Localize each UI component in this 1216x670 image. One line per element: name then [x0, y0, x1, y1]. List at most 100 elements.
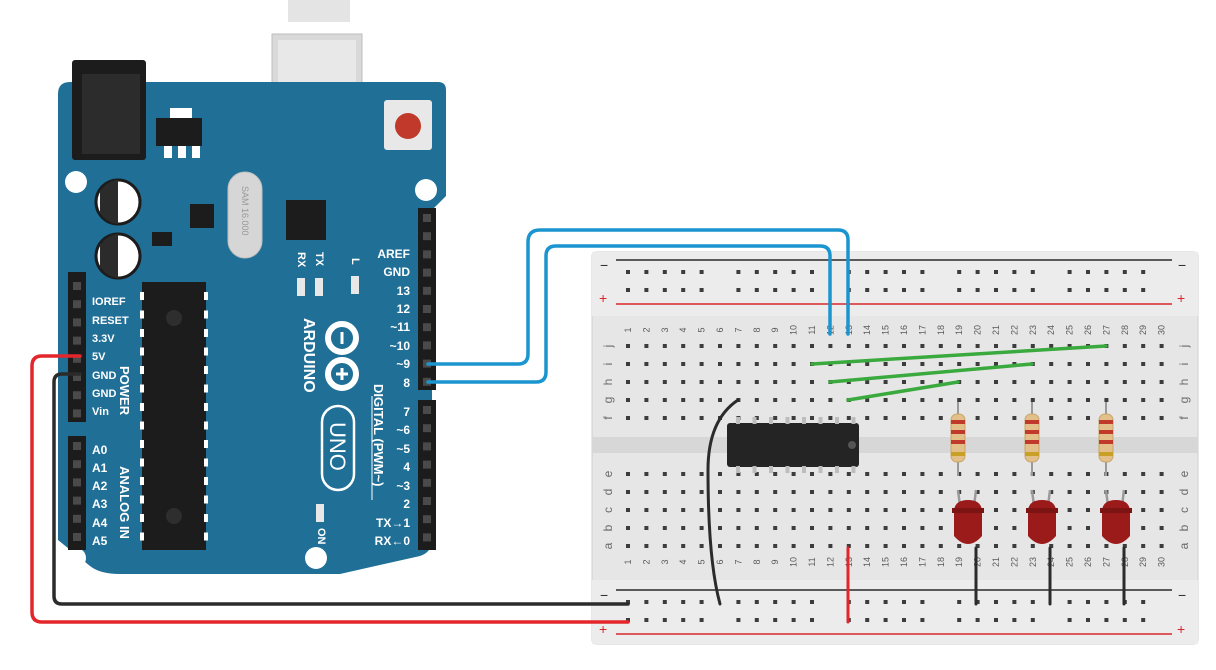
- led-red[interactable]: [952, 489, 984, 544]
- breadboard-hole: [902, 362, 906, 366]
- breadboard-hole: [994, 362, 998, 366]
- row-letter: g: [1177, 397, 1191, 404]
- breadboard-hole: [1049, 362, 1054, 366]
- regulator-leg: [178, 146, 186, 158]
- breadboard-hole: [1012, 526, 1017, 530]
- wire-gnd-black[interactable]: [52, 372, 630, 606]
- breadboard-hole: [791, 362, 796, 366]
- rail-hole: [644, 288, 649, 292]
- usb-chip: [286, 200, 326, 240]
- breadboard-hole: [773, 508, 778, 512]
- breadboard-hole: [1159, 416, 1164, 420]
- led-red[interactable]: [1026, 489, 1058, 544]
- crystal-oscillator: [227, 171, 263, 259]
- header-hole: [423, 442, 431, 451]
- pin-label-vin: Vin: [92, 406, 109, 418]
- breadboard-hole: [975, 490, 980, 494]
- resistor[interactable]: [1098, 402, 1114, 476]
- breadboard-hole: [681, 526, 686, 530]
- breadboard-hole: [773, 472, 778, 476]
- capacitor-marking: [100, 180, 118, 224]
- breadboard-hole: [1067, 344, 1072, 348]
- row-letter: g: [601, 397, 615, 404]
- breadboard-hole: [644, 490, 649, 494]
- rail-hole: [920, 618, 925, 622]
- column-number: 21: [991, 557, 1001, 567]
- wire-chip-gnd-black[interactable]: [706, 398, 740, 606]
- breadboard-hole: [699, 398, 704, 402]
- rail-hole: [681, 600, 686, 604]
- breadboard-hole: [975, 380, 980, 384]
- breadboard-hole: [1159, 508, 1164, 512]
- pin-label-a4: A4: [92, 516, 108, 530]
- breadboard-hole: [1141, 362, 1146, 366]
- rail-hole: [975, 288, 980, 292]
- breadboard-hole: [1122, 416, 1127, 420]
- crystal-label: SAM 16.000: [240, 186, 250, 236]
- uno-text: UNO: [325, 422, 350, 471]
- breadboard-hole: [754, 472, 759, 476]
- wire-green[interactable]: [846, 380, 960, 402]
- on-led: [316, 504, 324, 522]
- power-jack-inner: [82, 74, 140, 154]
- breadboard-hole: [681, 344, 686, 348]
- resistor[interactable]: [1024, 402, 1040, 476]
- wire-green[interactable]: [810, 344, 1108, 366]
- rail-hole: [699, 288, 704, 292]
- breadboard-hole: [699, 508, 704, 512]
- rail-hole: [957, 270, 962, 274]
- breadboard-hole: [994, 398, 998, 402]
- breadboard-hole: [791, 416, 796, 420]
- breadboard-hole: [626, 508, 630, 512]
- header-hole: [423, 478, 431, 487]
- rail-hole: [791, 618, 796, 622]
- breadboard-hole: [883, 344, 888, 348]
- mounting-hole: [66, 548, 86, 568]
- breadboard-hole: [1030, 544, 1035, 548]
- header-holes: [73, 214, 431, 542]
- top-power-rail: [592, 252, 1198, 316]
- breadboard-hole: [681, 544, 686, 548]
- breadboard-hole: [957, 344, 962, 348]
- column-number: 17: [917, 325, 927, 335]
- header-hole: [423, 460, 431, 469]
- regulator-leg: [192, 146, 200, 158]
- chip-pin: [140, 458, 144, 467]
- column-number: 1: [623, 327, 633, 332]
- shift-register-chip[interactable]: [727, 417, 859, 473]
- breadboard-hole: [718, 380, 722, 384]
- ic-pin: [785, 466, 790, 473]
- wire-pin9-blue[interactable]: [426, 228, 850, 366]
- pin-label-rx0: RX←0: [375, 534, 411, 548]
- rail-hole: [975, 270, 980, 274]
- breadboard-hole: [883, 416, 888, 420]
- wire-5v-red[interactable]: [30, 354, 630, 624]
- breadboard-hole: [920, 490, 925, 494]
- power-label: POWER: [117, 366, 132, 416]
- breadboard-hole: [810, 416, 814, 420]
- rail-hole: [1104, 288, 1109, 292]
- reset-button-cap[interactable]: [395, 113, 421, 139]
- breadboard-hole: [718, 362, 722, 366]
- breadboard-hole: [1012, 544, 1017, 548]
- row-letter: h: [601, 379, 615, 386]
- breadboard-hole: [791, 508, 796, 512]
- led-red[interactable]: [1100, 489, 1132, 544]
- header-hole: [423, 406, 431, 414]
- wire-green[interactable]: [828, 362, 1034, 384]
- rail-hole: [736, 288, 741, 292]
- row-letter: j: [1177, 345, 1191, 349]
- chip-pin: [204, 495, 208, 504]
- wire-pin8-blue[interactable]: [426, 244, 832, 384]
- breadboard-hole: [846, 490, 851, 494]
- breadboard-hole: [1049, 416, 1054, 420]
- chip-pin: [140, 495, 144, 504]
- arduino-logo-text: ARDUINO: [300, 318, 317, 393]
- ic-pin: [769, 466, 773, 473]
- header-hole: [423, 250, 431, 259]
- column-number: 19: [954, 557, 964, 567]
- rail-hole: [754, 618, 759, 622]
- resistor[interactable]: [950, 402, 966, 476]
- row-letter: f: [1177, 416, 1191, 420]
- breadboard-hole: [938, 526, 943, 530]
